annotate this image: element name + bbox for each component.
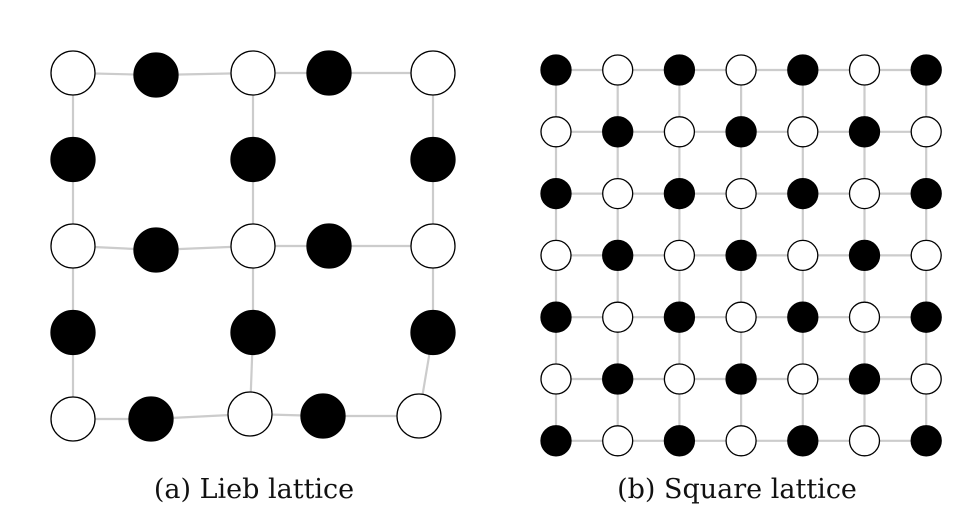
square-filled-site: [663, 425, 696, 457]
lieb-lattice-panel: [50, 50, 456, 442]
square-empty-site: [540, 363, 572, 395]
square-empty-site: [602, 301, 634, 333]
lieb-filled-site: [300, 393, 346, 439]
square-filled-site: [910, 54, 942, 86]
lieb-filled-site: [306, 50, 352, 96]
square-filled-site: [540, 177, 572, 210]
square-empty-site: [602, 425, 634, 457]
square-filled-site: [663, 54, 696, 86]
square-empty-site: [725, 177, 757, 210]
square-filled-site: [540, 425, 572, 457]
caption-square-lattice: (b) Square lattice: [617, 474, 857, 505]
square-filled-site: [910, 425, 942, 457]
lieb-empty-site: [50, 223, 96, 269]
square-empty-site: [848, 301, 881, 333]
square-filled-site: [540, 54, 572, 86]
square-empty-site: [787, 239, 819, 272]
lieb-empty-site: [50, 396, 96, 442]
lieb-filled-site: [230, 136, 276, 183]
square-empty-site: [602, 54, 634, 86]
lieb-empty-site: [396, 393, 442, 439]
lieb-empty-site: [410, 223, 456, 269]
square-empty-site: [787, 116, 819, 148]
lieb-empty-site: [230, 223, 276, 269]
square-empty-site: [725, 54, 757, 86]
square-lattice-panel: [540, 54, 942, 457]
square-empty-site: [725, 301, 757, 333]
square-lattice-sites: [540, 54, 942, 457]
square-empty-site: [848, 177, 881, 210]
square-empty-site: [787, 363, 819, 395]
square-filled-site: [663, 301, 696, 333]
square-filled-site: [602, 239, 634, 272]
square-filled-site: [848, 363, 881, 395]
square-empty-site: [663, 239, 696, 272]
lieb-filled-site: [128, 396, 174, 442]
square-filled-site: [910, 301, 942, 333]
square-empty-site: [540, 239, 572, 272]
square-empty-site: [848, 54, 881, 86]
lieb-filled-site: [133, 227, 179, 273]
lieb-lattice-sites: [50, 50, 456, 442]
square-empty-site: [663, 363, 696, 395]
square-filled-site: [787, 54, 819, 86]
lieb-empty-site: [230, 50, 276, 96]
square-empty-site: [725, 425, 757, 457]
lieb-filled-site: [410, 309, 456, 356]
square-filled-site: [725, 239, 757, 272]
square-filled-site: [910, 177, 942, 210]
square-filled-site: [663, 177, 696, 210]
lieb-filled-site: [410, 136, 456, 183]
lieb-filled-site: [306, 223, 352, 269]
square-filled-site: [787, 425, 819, 457]
square-filled-site: [540, 301, 572, 333]
lieb-empty-site: [410, 50, 456, 96]
square-filled-site: [602, 116, 634, 148]
lieb-filled-site: [50, 136, 96, 183]
square-filled-site: [848, 239, 881, 272]
lieb-empty-site: [227, 391, 273, 437]
square-empty-site: [848, 425, 881, 457]
square-filled-site: [787, 177, 819, 210]
square-filled-site: [725, 116, 757, 148]
square-empty-site: [602, 177, 634, 210]
caption-lieb-lattice: (a) Lieb lattice: [153, 474, 355, 505]
square-empty-site: [540, 116, 572, 148]
square-filled-site: [787, 301, 819, 333]
lieb-filled-site: [133, 52, 179, 98]
square-filled-site: [725, 363, 757, 395]
lieb-empty-site: [50, 50, 96, 96]
square-empty-site: [663, 116, 696, 148]
square-filled-site: [848, 116, 881, 148]
square-empty-site: [910, 116, 942, 148]
square-filled-site: [602, 363, 634, 395]
square-empty-site: [910, 363, 942, 395]
lieb-filled-site: [50, 309, 96, 356]
square-empty-site: [910, 239, 942, 272]
lieb-filled-site: [230, 309, 276, 356]
